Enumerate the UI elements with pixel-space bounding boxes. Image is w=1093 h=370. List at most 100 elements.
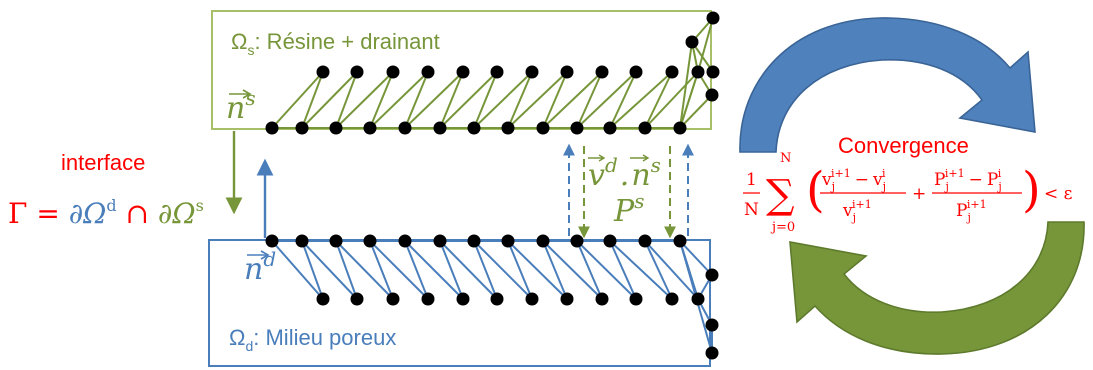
- porous-label-text: : Milieu poreux: [253, 325, 396, 350]
- porous-normal-label: nd: [244, 247, 276, 287]
- velocity-v: v: [588, 158, 605, 193]
- porous-mesh-node: [536, 234, 550, 248]
- criterion-sum-top: N: [780, 151, 791, 166]
- t1n-v1: v: [821, 170, 832, 190]
- convergence-arrow-top: [739, 17, 1036, 153]
- velocity-s-sup: s: [651, 153, 661, 177]
- solid-mesh-edge: [644, 71, 699, 129]
- porous-mesh-edge: [576, 240, 637, 300]
- solid-mesh-node: [691, 65, 705, 79]
- porous-mesh-node: [629, 292, 643, 306]
- velocity-n: n: [631, 158, 650, 193]
- convergence-arrow-bottom: [789, 221, 1085, 355]
- velocity-v-vector-arrow: [588, 154, 606, 162]
- solid-mesh-edge: [609, 71, 637, 129]
- solid-mesh-edge: [369, 71, 429, 129]
- solid-mesh-edge: [697, 17, 714, 73]
- porous-mesh-node: [490, 292, 504, 306]
- solid-mesh-edge: [507, 71, 568, 129]
- criterion-term2-den: Pji+1: [956, 198, 987, 224]
- porous-mesh-edge: [542, 240, 603, 300]
- solid-mesh-node: [685, 35, 699, 49]
- solid-mesh-node: [456, 65, 470, 79]
- solid-mesh-edge: [404, 71, 429, 129]
- solid-mesh-node: [525, 65, 539, 79]
- porous-mesh-node: [570, 234, 584, 248]
- t1n-i2: i: [882, 167, 886, 180]
- t1n-minus: −: [855, 170, 869, 190]
- porous-mesh-node: [295, 234, 309, 248]
- porous-mesh-node: [638, 234, 652, 248]
- convergence-criterion: 1 N N ∑ j=0 ( vji+1−vji vji+1 + Pji+1−Pj…: [743, 151, 1073, 235]
- porous-mesh-edge: [369, 240, 394, 300]
- porous-mesh-edge: [301, 240, 324, 300]
- criterion-sum-sign: ∑: [766, 172, 795, 218]
- solid-mesh: [265, 11, 720, 135]
- t2n-i1: i+1: [945, 167, 965, 180]
- criterion-frac-den: N: [744, 200, 759, 220]
- porous-mesh-edge: [473, 240, 498, 300]
- solid-mesh-node: [490, 65, 504, 79]
- porous-mesh-edge: [271, 240, 324, 300]
- porous-mesh-edge: [369, 240, 429, 300]
- porous-normal-sup: d: [263, 247, 276, 271]
- criterion-sum-bottom: j=0: [770, 220, 795, 235]
- solid-mesh-edge: [542, 71, 603, 129]
- porous-mesh-edge: [644, 240, 699, 300]
- solid-mesh-node: [350, 65, 364, 79]
- solid-mesh-node: [467, 121, 481, 135]
- solid-mesh-edge: [301, 71, 324, 129]
- criterion-paren-right: ): [1022, 162, 1041, 218]
- solid-mesh-edge: [301, 71, 358, 129]
- solid-mesh-node: [603, 121, 617, 135]
- t2n-p2: P: [987, 170, 998, 190]
- criterion-term1-den: vji+1: [842, 198, 872, 224]
- porous-mesh-node: [398, 234, 412, 248]
- interface-equation: Γ = ∂Ωd ∩ ∂Ωs: [8, 196, 204, 230]
- pressure-p: P: [613, 194, 635, 229]
- t1n-i1: i+1: [831, 167, 851, 180]
- solid-mesh-node: [295, 121, 309, 135]
- porous-mesh-edge: [404, 240, 464, 300]
- interface-label: interface: [61, 150, 145, 175]
- t1d-i1: i+1: [852, 198, 872, 211]
- porous-mesh-edge: [609, 240, 673, 300]
- porous-mesh-node: [265, 234, 279, 248]
- porous-mesh-node: [456, 292, 470, 306]
- solid-mesh-node: [433, 121, 447, 135]
- solid-mesh-node: [398, 121, 412, 135]
- solid-mesh-edge: [576, 71, 603, 129]
- criterion-paren-left: (: [806, 162, 825, 218]
- interface-gamma: Γ =: [8, 197, 69, 230]
- porous-mesh-node: [705, 346, 719, 360]
- solid-mesh-edge: [576, 71, 637, 129]
- porous-mesh-node: [705, 268, 719, 282]
- porous-mesh-edge: [507, 240, 568, 300]
- porous-mesh-edge: [542, 240, 568, 300]
- solid-mesh-node: [316, 65, 330, 79]
- porous-mesh-edge: [404, 240, 429, 300]
- criterion-term2-num: Pji+1−Pji: [934, 167, 1002, 193]
- solid-normal-sup: s: [245, 86, 255, 110]
- solid-normal-label: ns: [226, 86, 256, 126]
- t2n-p1: P: [934, 170, 945, 190]
- interface-partial-s: ∂Ω: [158, 197, 196, 230]
- porous-mesh-node: [525, 292, 539, 306]
- solid-mesh-edge: [473, 71, 498, 129]
- t1d-v: v: [842, 201, 853, 221]
- porous-mesh-node: [603, 234, 617, 248]
- t2n-minus: −: [969, 170, 983, 190]
- t1d-j: j: [851, 211, 856, 224]
- solid-mesh-node: [705, 88, 719, 102]
- velocity-n-vector-arrow: [630, 154, 650, 162]
- porous-mesh-node: [467, 234, 481, 248]
- solid-mesh-edge: [369, 71, 394, 129]
- t2d-p: P: [956, 201, 967, 221]
- porous-mesh-node: [501, 234, 515, 248]
- porous-mesh-edge: [679, 240, 713, 276]
- criterion-term1-num: vji+1−vji: [821, 167, 886, 193]
- solid-mesh-edge: [542, 71, 568, 129]
- porous-mesh-edge: [439, 240, 498, 300]
- solid-label-text: : Résine + drainant: [254, 29, 439, 54]
